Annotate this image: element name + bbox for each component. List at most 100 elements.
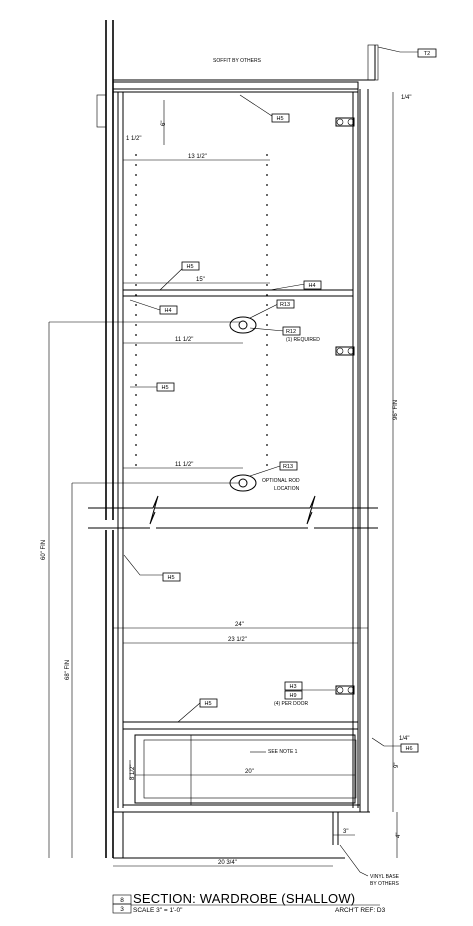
- dim-4: 4": [396, 833, 402, 838]
- shelf-pin-hole: [266, 394, 268, 396]
- tag-t2: T2: [377, 46, 437, 58]
- vinyl-base-note: VINYL BASE: [370, 874, 400, 880]
- shelf-pin-hole: [135, 264, 137, 266]
- shelf-pin-hole: [135, 324, 137, 326]
- svg-text:H5: H5: [161, 385, 168, 391]
- shelf-pin-hole: [135, 194, 137, 196]
- shelf-pin-hole: [266, 224, 268, 226]
- shelf-pin-holes: [135, 154, 268, 466]
- closet-rod-required: [229, 316, 257, 334]
- optional-rod-note: OPTIONAL ROD: [262, 478, 300, 484]
- svg-text:R12: R12: [286, 329, 296, 335]
- shelf-pin-hole: [266, 344, 268, 346]
- shelf-pin-hole: [135, 254, 137, 256]
- tag-r13-lower: R13: [249, 461, 298, 477]
- shelf-pin-hole: [135, 434, 137, 436]
- door-hinge-middle: [335, 346, 355, 356]
- dimension-lines: [48, 92, 398, 867]
- tag-h5-shelf: H5: [159, 261, 200, 291]
- svg-text:H9: H9: [289, 693, 296, 699]
- svg-text:R13: R13: [280, 302, 290, 308]
- shelf-pin-hole: [266, 294, 268, 296]
- optional-rod-location-note: LOCATION: [274, 486, 300, 492]
- shelf-pin-hole: [266, 424, 268, 426]
- shelf-pin-hole: [135, 164, 137, 166]
- scale-text: SCALE 3" = 1'-0": [133, 907, 183, 914]
- shelf-pin-hole: [266, 214, 268, 216]
- svg-text:H4: H4: [308, 283, 315, 289]
- dim-6: 6": [161, 121, 167, 126]
- shelf-pin-hole: [266, 454, 268, 456]
- shelf-pin-hole: [266, 204, 268, 206]
- shelf-pin-hole: [135, 454, 137, 456]
- shelf-pin-hole: [266, 244, 268, 246]
- tag-h3: H3: [284, 681, 303, 691]
- shelf-pin-hole: [266, 444, 268, 446]
- rod-required-note: (1) REQUIRED: [286, 337, 320, 343]
- shelf-pin-hole: [266, 334, 268, 336]
- see-note-1: SEE NOTE 1: [268, 749, 298, 755]
- shelf-pin-hole: [135, 284, 137, 286]
- shelf-pin-hole: [266, 254, 268, 256]
- dim-15: 15": [196, 277, 205, 283]
- shelf-pin-hole: [135, 394, 137, 396]
- shelf-pin-hole: [135, 234, 137, 236]
- shelf-pin-hole: [266, 354, 268, 356]
- dim-quarter: 1/4": [401, 95, 411, 101]
- shelf-pin-hole: [266, 284, 268, 286]
- dim-height-left-b: 68" FIN: [65, 660, 71, 680]
- dim-20: 20": [245, 769, 254, 775]
- section-title: SECTION: WARDROBE (SHALLOW): [133, 891, 355, 906]
- tag-r13-upper: R13: [249, 299, 295, 319]
- shelf-pin-hole: [135, 174, 137, 176]
- tag-h9: H9: [284, 690, 303, 700]
- shelf-pin-hole: [135, 244, 137, 246]
- svg-text:H6: H6: [405, 746, 412, 752]
- shelf-pin-hole: [135, 414, 137, 416]
- shelf-pin-hole: [135, 384, 137, 386]
- shelf-pin-hole: [266, 374, 268, 376]
- shelf-pin-hole: [266, 384, 268, 386]
- svg-text:R13: R13: [283, 464, 293, 470]
- svg-text:H5: H5: [276, 116, 283, 122]
- shelf-pin-hole: [266, 414, 268, 416]
- shelf-pin-hole: [266, 314, 268, 316]
- shelf-pin-hole: [266, 184, 268, 186]
- svg-text:H3: H3: [289, 684, 296, 690]
- dim-1-half: 1 1/2": [126, 136, 141, 142]
- dim-23-half: 23 1/2": [228, 637, 247, 643]
- door-hinge-upper: [335, 117, 355, 127]
- dim-height-right: 96" FIN: [393, 400, 399, 420]
- dim-9: 9": [394, 763, 400, 768]
- dim-11-half-b: 11 1/2": [175, 462, 193, 468]
- svg-text:T2: T2: [424, 51, 430, 57]
- dim-24: 24": [235, 622, 244, 628]
- shelf-pin-hole: [266, 164, 268, 166]
- shelf-pin-hole: [135, 204, 137, 206]
- per-door-note: (4) PER DOOR: [274, 701, 309, 707]
- shelf-pin-hole: [135, 314, 137, 316]
- dim-3: 3": [343, 829, 348, 835]
- shelf-pin-hole: [135, 364, 137, 366]
- shelf-pin-hole: [135, 424, 137, 426]
- sheet-number-top: 8: [120, 897, 124, 904]
- shelf-pin-hole: [266, 404, 268, 406]
- shelf-pin-hole: [135, 294, 137, 296]
- shelf-pin-hole: [266, 434, 268, 436]
- shelf-pin-hole: [266, 364, 268, 366]
- tag-h5-side: H5: [123, 554, 181, 582]
- tag-r12: R12: [249, 326, 301, 336]
- arch-ref-text: ARCH'T REF: D3: [335, 907, 386, 914]
- tag-h5-bottom: H5: [177, 698, 218, 723]
- shelf-pin-hole: [135, 354, 137, 356]
- shelf-pin-hole: [266, 264, 268, 266]
- wall-and-soffit: [96, 20, 379, 858]
- tag-h5-top: H5: [239, 94, 290, 123]
- shelf-pin-hole: [135, 444, 137, 446]
- shelf-pin-hole: [266, 154, 268, 156]
- tag-h4-left: H4: [129, 299, 178, 315]
- shelf-pin-hole: [266, 274, 268, 276]
- svg-text:H4: H4: [164, 308, 171, 314]
- dim-quarter-b: 1/4": [399, 736, 409, 742]
- dim-height-left-a: 60" FIN: [41, 540, 47, 560]
